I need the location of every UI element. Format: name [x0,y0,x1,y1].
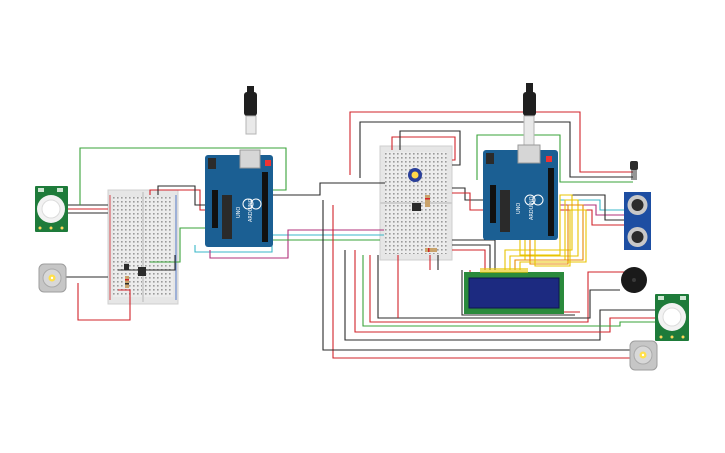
potentiometer[interactable] [408,168,422,182]
resistor-right-1[interactable] [425,195,430,207]
usb-cable-left [244,92,257,116]
svg-text:ARDUINO: ARDUINO [248,198,254,222]
pir-sensor-left[interactable] [35,186,68,232]
transistor-right[interactable] [412,203,421,211]
svg-text:ARDUINO: ARDUINO [529,196,535,220]
resistor-right-2[interactable] [425,248,437,252]
transistor-left[interactable] [138,267,146,276]
diode-left[interactable] [124,262,129,270]
breadboard-left [107,189,179,305]
svg-text:UNO: UNO [236,207,242,218]
svg-text:UNO: UNO [516,203,522,214]
ultrasonic-sensor[interactable] [624,192,651,250]
dc-motor-left[interactable] [38,263,67,293]
usb-cable-right [523,92,536,116]
arduino-uno-left[interactable]: UNO ARDUINO [205,86,273,247]
resistor-left[interactable] [125,276,129,288]
pir-sensor-right[interactable] [655,294,689,341]
lcd-16x2[interactable] [464,268,564,314]
piezo-buzzer[interactable] [621,267,647,293]
dc-motor-right[interactable] [629,340,658,371]
temperature-sensor[interactable] [630,161,638,180]
arduino-uno-right[interactable]: UNO ARDUINO [483,83,558,240]
